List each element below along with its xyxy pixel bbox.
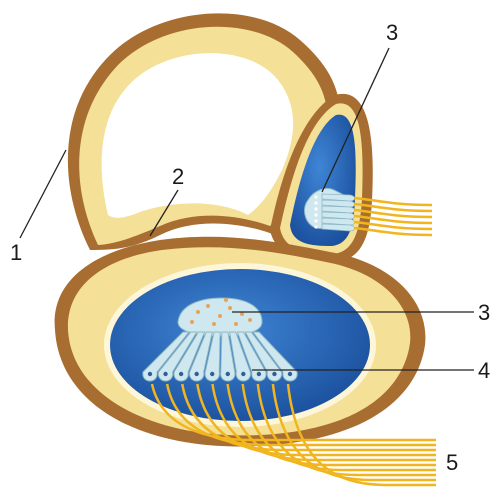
label-4: 4 [478,358,490,383]
label-1: 1 [10,240,22,265]
crista-hair-cells [305,188,355,231]
label-3-top: 3 [386,20,398,45]
label-5: 5 [446,450,458,475]
label-2: 2 [172,164,184,189]
label-3-mid: 3 [478,300,490,325]
leader-1 [20,150,66,238]
